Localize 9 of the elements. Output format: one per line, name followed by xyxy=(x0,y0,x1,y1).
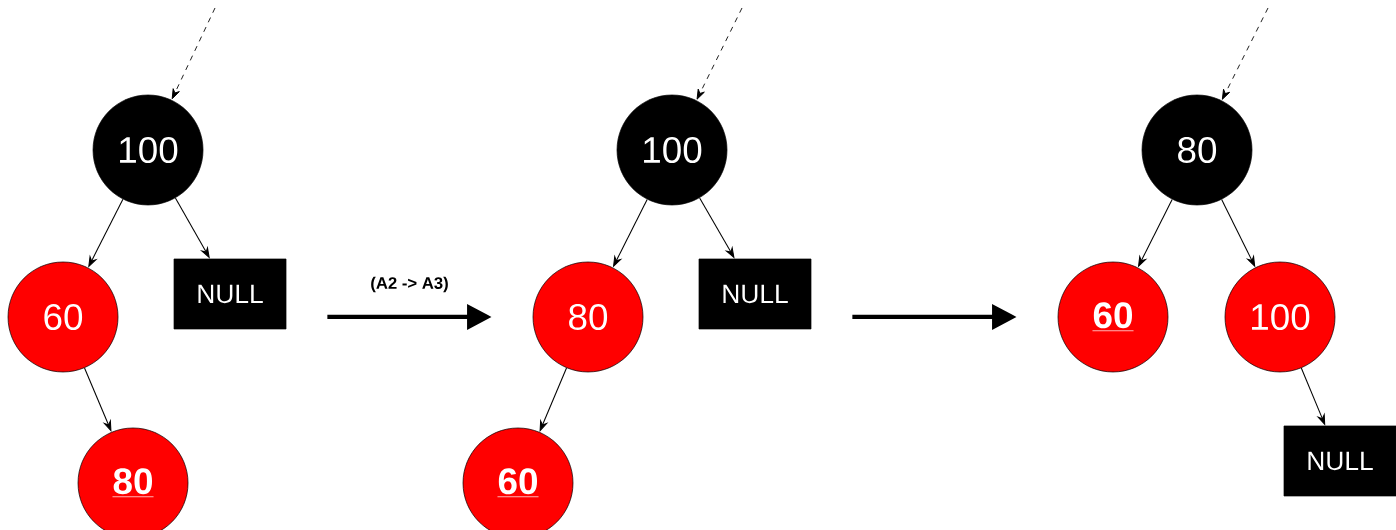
dashed-arrow xyxy=(171,7,216,100)
dashed-arrow xyxy=(1221,7,1269,100)
null-box: NULL xyxy=(1283,425,1396,497)
dashed-arrow xyxy=(696,7,743,100)
null-box: NULL xyxy=(173,258,287,330)
arrow xyxy=(84,367,112,432)
null-box: NULL xyxy=(698,258,812,330)
arrow xyxy=(539,367,568,432)
edge-label: (A2 -> A3) xyxy=(368,274,451,295)
